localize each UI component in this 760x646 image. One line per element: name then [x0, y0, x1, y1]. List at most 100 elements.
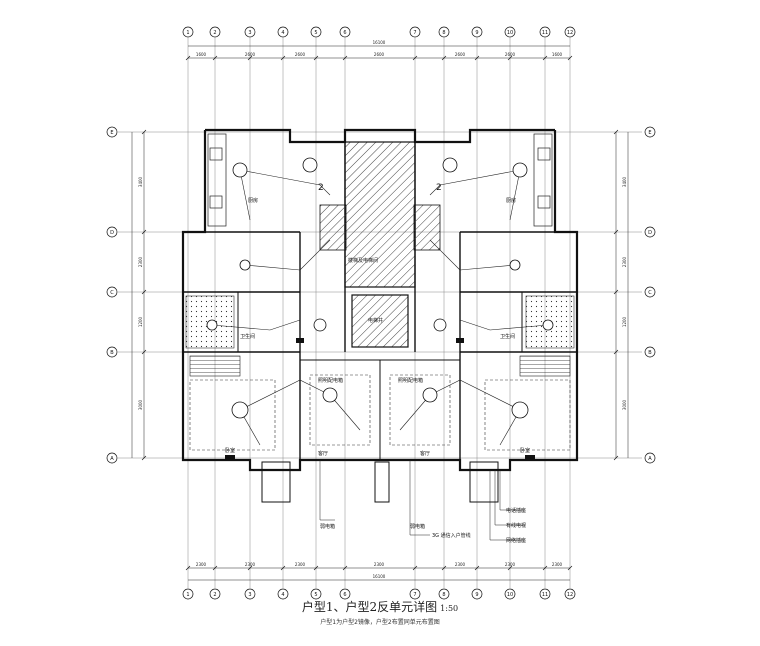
label-elevator: 电梯井 [368, 317, 383, 324]
dim-bottom: 2300 [505, 562, 516, 567]
stair-steps-right [519, 355, 571, 377]
label-bedroom-left: 卧室 [225, 447, 235, 454]
grid-bubble-top: 3 [248, 30, 251, 36]
label-floor-box-right: 弱电箱 [410, 523, 425, 530]
drawing-note: 户型1为户型2镜像，户型2布置同单元布置图 [320, 619, 440, 626]
wiring-lines [211, 169, 549, 446]
grid-bubble-bottom: 7 [413, 592, 416, 598]
grid-bubble-bottom: 3 [248, 592, 251, 598]
dim-top: 2600 [505, 52, 516, 57]
dim-top: 1600 [196, 52, 207, 57]
dim-left: 3000 [138, 399, 143, 410]
label-number-left: 2 [318, 183, 324, 193]
light-fixtures [206, 157, 554, 419]
leader-lines [319, 460, 525, 541]
grid-bubble-right: E [648, 130, 651, 136]
dim-top: 1600 [552, 52, 563, 57]
grid-bubble-top: 4 [281, 30, 284, 36]
dim-right: 3400 [622, 176, 627, 187]
grid-bubble-bottom: 6 [343, 592, 346, 598]
note-center: 3G 通信入户管线 [432, 532, 471, 539]
note-right-2: 有线电视 [506, 522, 526, 529]
drawing-scale: 1:50 [440, 604, 459, 613]
dim-bottom: 2300 [374, 562, 385, 567]
duct-left [319, 204, 347, 251]
note-right-1: 电话插座 [506, 507, 526, 514]
grid-bubble-bottom: 2 [213, 592, 216, 598]
drawing-title-text: 户型1、户型2反单元详图 [301, 600, 438, 614]
note-right-3: 网络插座 [506, 537, 526, 544]
duct-right [413, 204, 441, 251]
grid-bubble-top: 5 [314, 30, 317, 36]
label-number-right: 2 [436, 183, 442, 193]
dim-left: 3400 [138, 176, 143, 187]
grid-bubble-left: B [110, 350, 114, 356]
label-floor-box-left: 弱电箱 [320, 523, 335, 530]
label-stair: 楼梯及电梯间 [348, 257, 378, 264]
grid-bubble-bottom: 12 [567, 592, 573, 598]
dim-right: 3000 [622, 399, 627, 410]
row-bubbles-right: E D C B A [644, 126, 656, 464]
kitchen-counters [207, 133, 553, 227]
balcony-bays [261, 461, 499, 503]
grid-bubble-top: 12 [567, 30, 573, 36]
dim-bottom: 2300 [196, 562, 207, 567]
grid-bubble-top: 11 [542, 30, 548, 36]
dim-left: 1200 [138, 316, 143, 327]
dim-total-bottom: 16100 [373, 574, 386, 579]
grid-bubble-top: 1 [186, 30, 189, 36]
grid-bubble-bottom: 10 [507, 592, 513, 598]
row-bubbles-left: E D C B A [106, 126, 118, 464]
grid-bubble-left: C [110, 290, 114, 296]
dim-right: 2300 [622, 256, 627, 267]
grid-bubble-bottom: 11 [542, 592, 548, 598]
dashed-room-outlines [189, 374, 571, 451]
dim-total-top: 16100 [373, 40, 386, 45]
grid-bubble-left: E [110, 130, 113, 136]
stair-steps-left [189, 355, 241, 377]
dim-bottom: 2300 [295, 562, 306, 567]
grid-bubble-right: B [648, 350, 652, 356]
label-living-right: 客厅 [420, 450, 430, 457]
grid-bubble-left: A [110, 456, 114, 462]
label-living-left: 客厅 [318, 450, 328, 457]
dim-right: 1200 [622, 316, 627, 327]
dim-top: 2600 [245, 52, 256, 57]
grid-bubble-left: D [110, 230, 114, 236]
label-kitchen-right: 厨房 [506, 197, 516, 204]
dimension-ticks [141, 55, 619, 571]
grid-bubble-top: 8 [442, 30, 445, 36]
grid-bubble-bottom: 4 [281, 592, 284, 598]
stair-core-hatched [344, 141, 416, 288]
grid-bubble-top: 2 [213, 30, 216, 36]
grid-bubble-right: A [648, 456, 652, 462]
dim-top: 2600 [455, 52, 466, 57]
dim-bottom: 2300 [552, 562, 563, 567]
grid-bubble-top: 7 [413, 30, 416, 36]
dim-bottom: 2300 [245, 562, 256, 567]
label-kitchen-left: 厨房 [248, 197, 258, 204]
distribution-boxes [225, 338, 535, 459]
label-toilet-right: 卫生间 [500, 333, 515, 340]
dim-bottom: 2300 [455, 562, 466, 567]
dim-top: 2600 [295, 52, 306, 57]
grid-bubble-top: 9 [475, 30, 478, 36]
label-panel-left: 照明配电箱 [318, 377, 343, 384]
grid-bubble-bottom: 1 [186, 592, 189, 598]
grid-bubble-bottom: 9 [475, 592, 478, 598]
grid-bubble-right: C [648, 290, 652, 296]
grid-bubble-right: D [648, 230, 652, 236]
dim-left: 2300 [138, 256, 143, 267]
grid-bubble-bottom: 8 [442, 592, 445, 598]
grid-bubble-top: 6 [343, 30, 346, 36]
label-panel-right: 照明配电箱 [398, 377, 423, 384]
grid-bubble-top: 10 [507, 30, 513, 36]
elevator-shaft-hatched [351, 294, 409, 348]
grid-bubble-bottom: 5 [314, 592, 317, 598]
dim-top: 2600 [374, 52, 385, 57]
